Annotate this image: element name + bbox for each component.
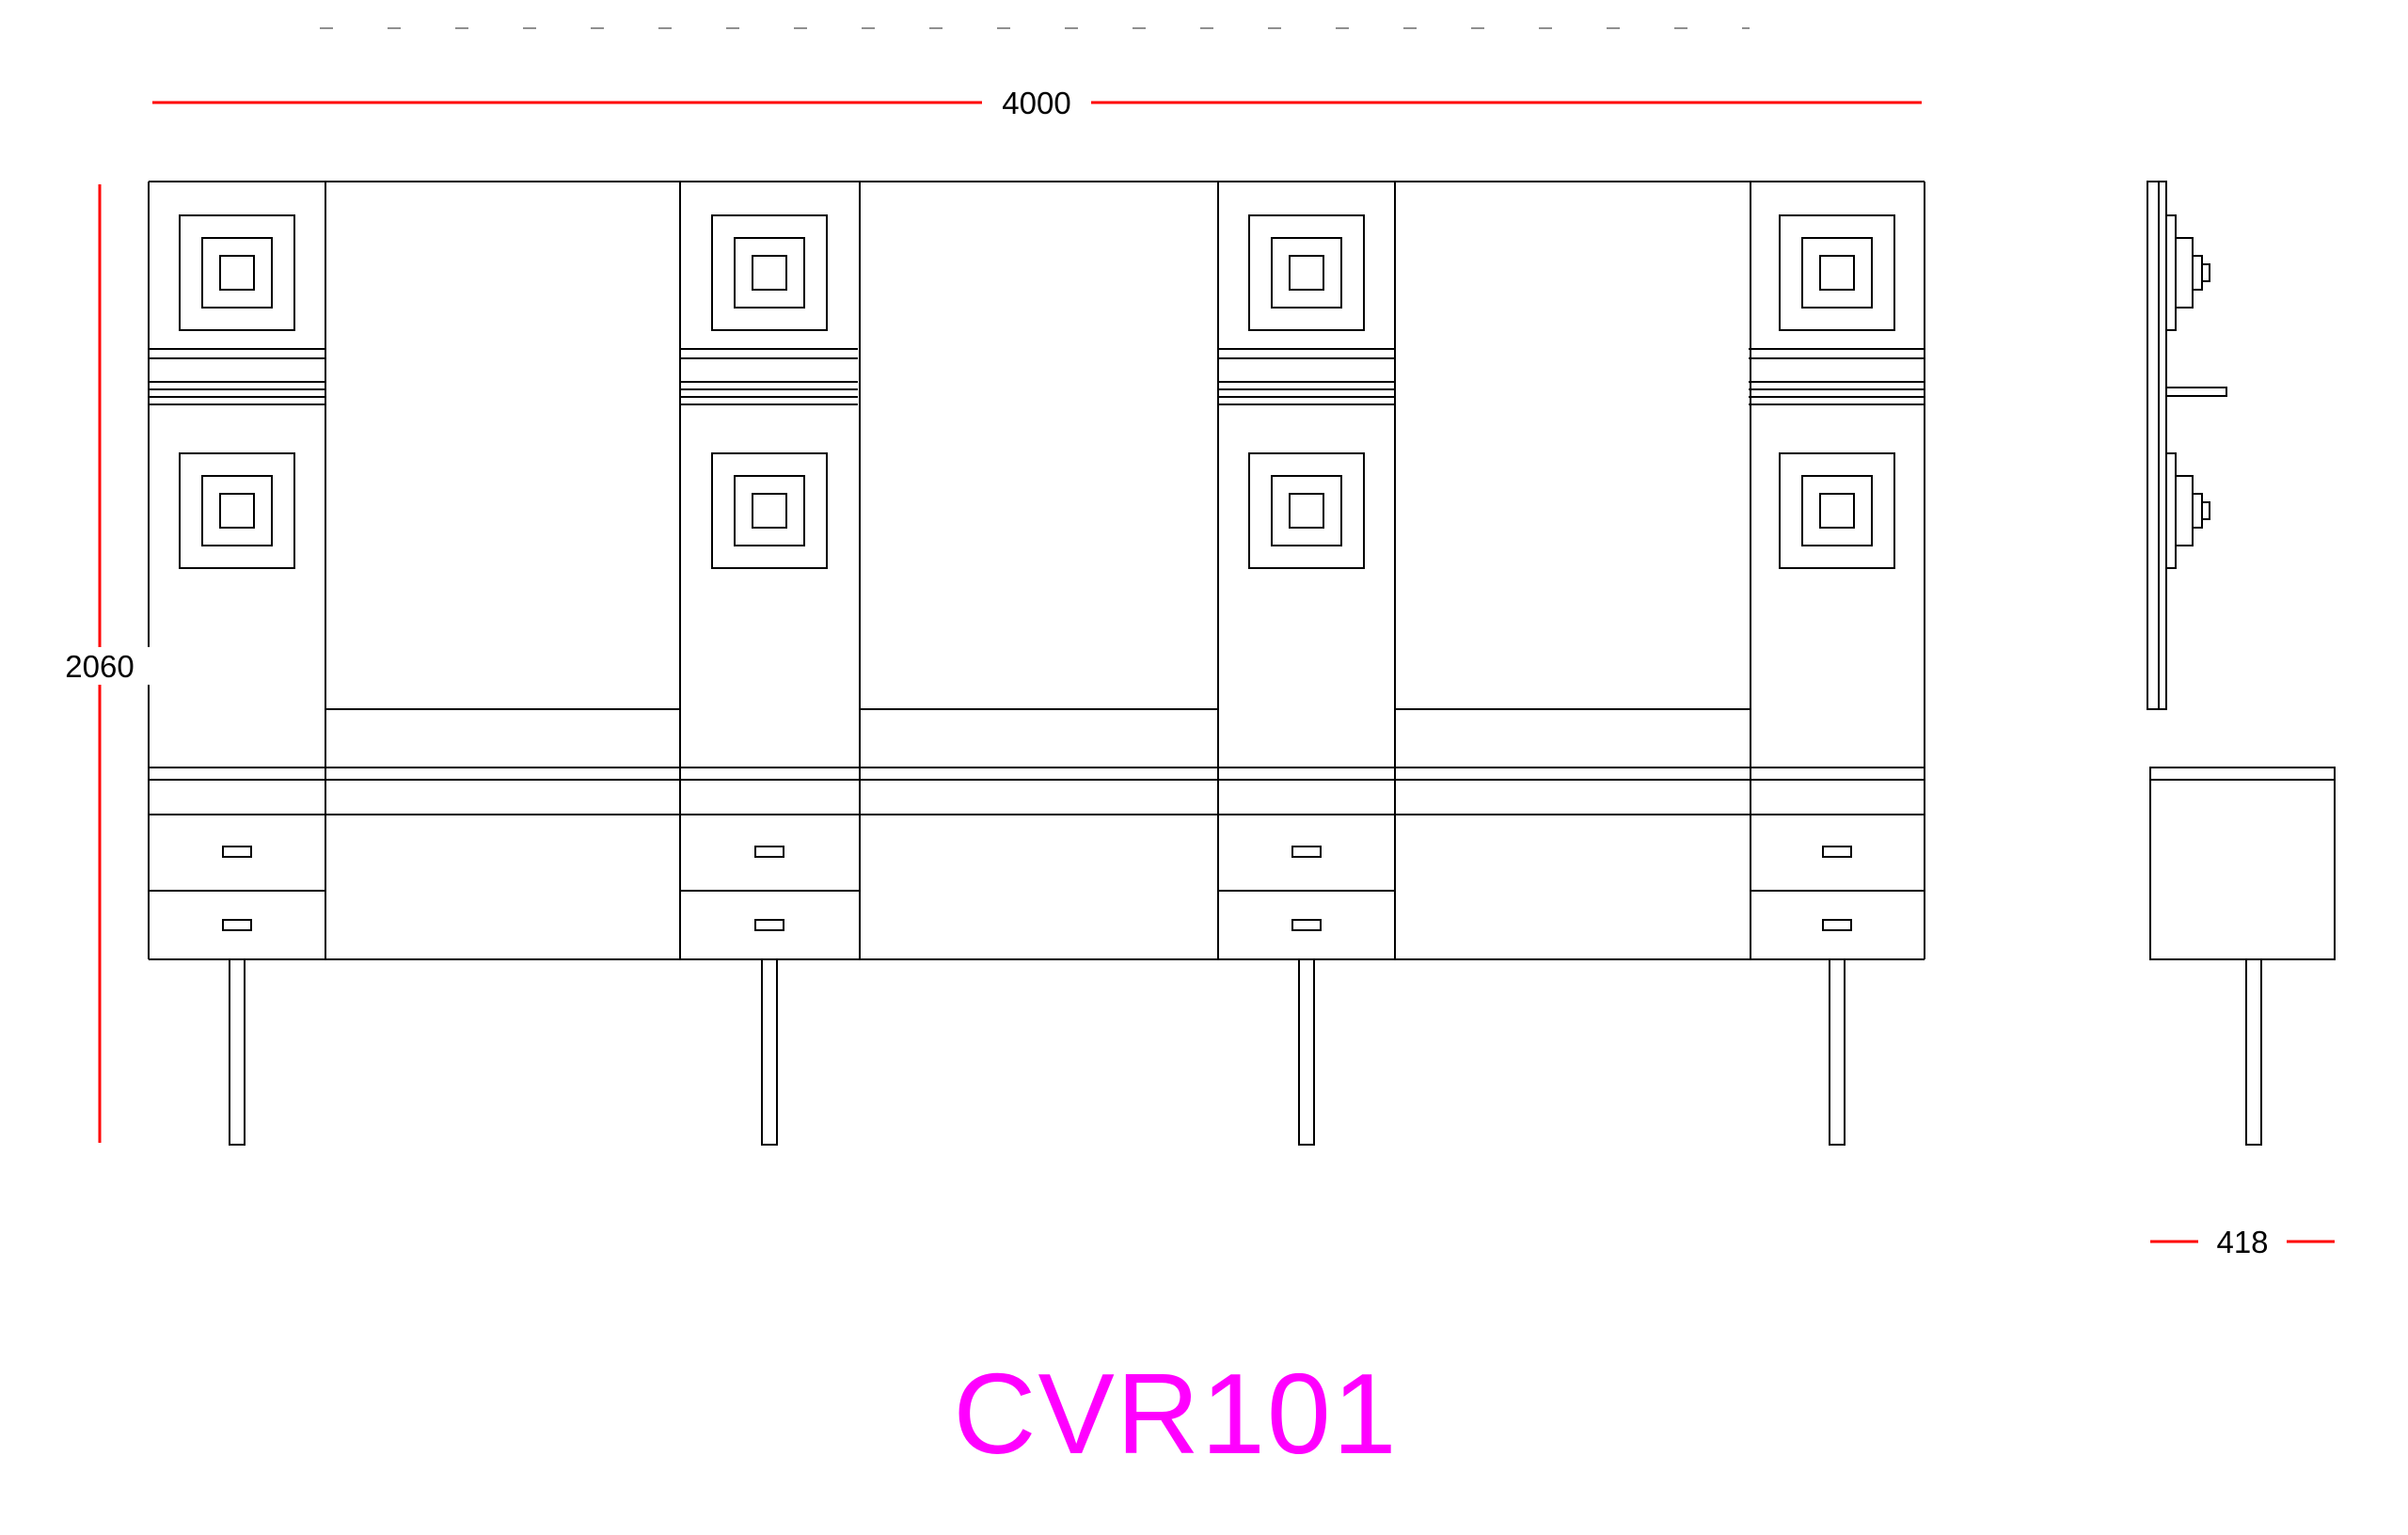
back-panel-side <box>2147 181 2167 710</box>
column-panel <box>680 214 859 931</box>
drawing-title: CVR101 <box>953 1350 1398 1478</box>
motif-knob <box>2201 501 2210 520</box>
column-panel <box>148 214 326 931</box>
leg <box>1829 958 1846 1146</box>
leg <box>1298 958 1315 1146</box>
motif-knob <box>2201 263 2210 282</box>
mirror-panel <box>859 181 1219 710</box>
label-mask <box>2198 1223 2287 1260</box>
motif-step <box>2192 255 2203 291</box>
label-mask <box>45 647 154 685</box>
leg <box>2245 958 2262 1146</box>
front-elevation <box>148 181 1926 1146</box>
column-panel <box>1748 214 1926 931</box>
mirror-panel <box>1394 181 1751 710</box>
table-side <box>2149 767 2336 960</box>
motif-step <box>2165 452 2177 569</box>
height-dimension: 2060 <box>45 184 154 1143</box>
width-dimension: 4000 <box>152 84 1922 121</box>
motif-step <box>2165 214 2177 331</box>
mirror-panel <box>325 181 681 710</box>
motif-step <box>2175 475 2194 546</box>
label-mask <box>982 84 1091 121</box>
height-dimension-label: 2060 <box>65 649 134 684</box>
depth-dimension: 418 <box>2150 1223 2335 1260</box>
depth-dimension-label: 418 <box>2216 1225 2268 1259</box>
leg <box>761 958 778 1146</box>
shelf-side <box>2165 387 2227 397</box>
column-panel <box>1217 214 1396 931</box>
leg <box>229 958 246 1146</box>
width-dimension-label: 4000 <box>1002 86 1070 120</box>
motif-step <box>2192 493 2203 529</box>
side-elevation <box>2147 181 2336 1146</box>
motif-step <box>2175 237 2194 309</box>
